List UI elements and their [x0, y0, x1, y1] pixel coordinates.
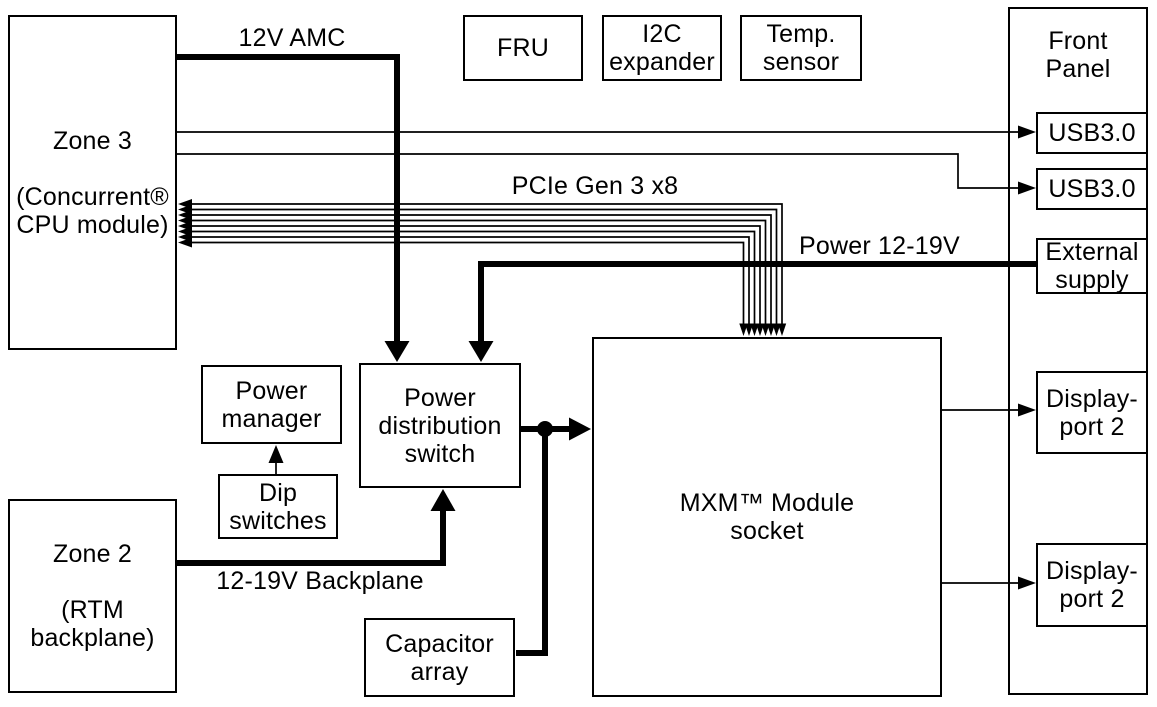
node-fru: FRU — [463, 15, 583, 81]
connector-12v-amc — [177, 54, 410, 362]
arrowhead-down-icon — [384, 341, 410, 362]
node-capacitor-array-label: Capacitor array — [385, 629, 494, 686]
node-zone3: Zone 3 (Concurrent® CPU module) — [8, 15, 177, 350]
node-power-manager-label: Power manager — [221, 376, 322, 433]
node-fru-label: FRU — [497, 34, 549, 62]
arrowhead-right-icon — [569, 417, 591, 441]
node-external-supply-label: External supply — [1045, 238, 1139, 294]
node-displayport-top-label: Display- port 2 — [1046, 384, 1138, 441]
node-dip-switches: Dip switches — [218, 474, 338, 539]
arrowhead-up-icon — [430, 489, 456, 511]
node-power-distribution-switch: Power distribution switch — [359, 363, 521, 488]
arrowhead-down-icon — [468, 341, 494, 362]
connector-usb-top — [177, 125, 1036, 139]
node-dip-switches-label: Dip switches — [229, 478, 327, 535]
node-mxm-socket: MXM™ Module socket — [592, 337, 942, 697]
node-i2c-expander-label: I2C expander — [609, 20, 715, 76]
connector-pcie-bundle — [178, 199, 787, 336]
junction-dot — [537, 421, 553, 437]
node-zone2-label: Zone 2 (RTM backplane) — [30, 540, 155, 652]
edge-label-12-19v-backplane: 12-19V Backplane — [216, 567, 424, 595]
node-front-panel-label: Front Panel — [1045, 27, 1111, 83]
node-temp-sensor-label: Temp. sensor — [762, 20, 840, 76]
node-zone2: Zone 2 (RTM backplane) — [8, 499, 177, 693]
node-displayport-bottom: Display- port 2 — [1036, 543, 1148, 627]
arrowhead-up-icon — [268, 445, 284, 463]
node-capacitor-array: Capacitor array — [364, 618, 515, 697]
node-temp-sensor: Temp. sensor — [740, 15, 862, 81]
node-power-manager: Power manager — [201, 365, 342, 444]
node-external-supply: External supply — [1036, 238, 1148, 294]
connector-dip-to-power-manager — [268, 445, 284, 474]
edge-label-power-12-19v: Power 12-19V — [799, 232, 960, 260]
node-displayport-top: Display- port 2 — [1036, 371, 1148, 454]
node-usb-bottom: USB3.0 — [1036, 168, 1148, 210]
node-displayport-bottom-label: Display- port 2 — [1046, 557, 1138, 613]
node-usb-bottom-label: USB3.0 — [1048, 175, 1136, 203]
node-usb-top-label: USB3.0 — [1048, 119, 1136, 147]
node-mxm-socket-label: MXM™ Module socket — [679, 489, 855, 545]
node-power-distribution-switch-label: Power distribution switch — [378, 383, 502, 468]
edge-label-pcie: PCIe Gen 3 x8 — [511, 172, 679, 200]
connector-pds-to-mxm — [516, 417, 591, 656]
edge-label-12v-amc: 12V AMC — [238, 24, 346, 52]
node-usb-top: USB3.0 — [1036, 112, 1148, 154]
node-zone3-label: Zone 3 (Concurrent® CPU module) — [16, 126, 169, 239]
node-i2c-expander: I2C expander — [602, 15, 722, 81]
